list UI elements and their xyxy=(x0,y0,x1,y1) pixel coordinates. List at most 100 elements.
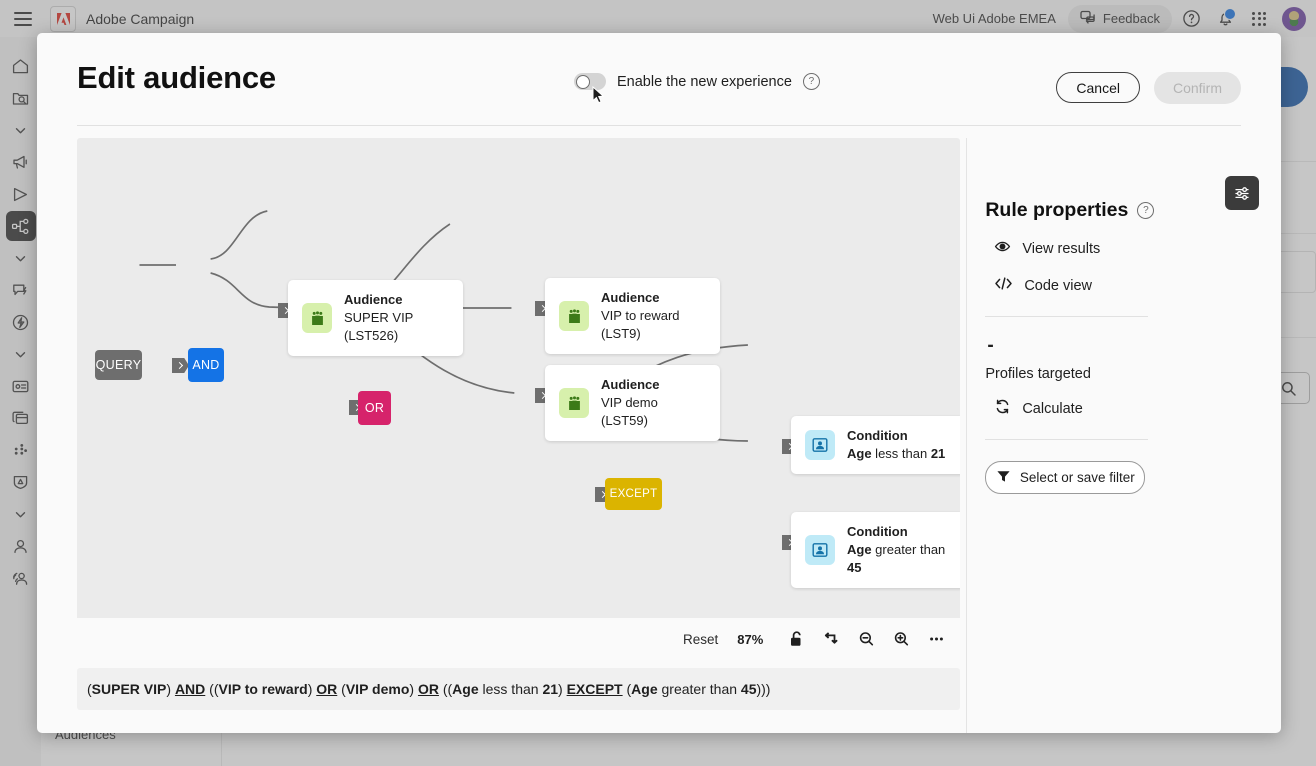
view-results-label: View results xyxy=(1022,240,1101,257)
canvas-column: QUERY AND xyxy=(77,138,961,733)
audience-icon xyxy=(302,303,332,333)
new-experience-toggle-group: Enable the new experience ? xyxy=(574,73,820,90)
feedback-label: Feedback xyxy=(1102,11,1160,26)
help-icon[interactable] xyxy=(1176,4,1206,34)
hamburger-icon[interactable] xyxy=(14,11,32,26)
node-text: Condition Age less than 21 xyxy=(847,427,945,463)
lightning-circle-icon[interactable] xyxy=(6,307,36,337)
condition-icon xyxy=(805,535,835,565)
help-icon[interactable]: ? xyxy=(802,73,820,90)
node-value: Age less than 21 xyxy=(847,446,946,461)
node-audience-super-vip[interactable]: Audience SUPER VIP (LST526) xyxy=(288,280,463,356)
node-query[interactable]: QUERY xyxy=(95,350,142,380)
node-text: Audience VIP demo (LST59) xyxy=(601,376,706,430)
node-except[interactable]: EXCEPT xyxy=(605,478,662,510)
left-nav-rail xyxy=(0,37,41,766)
chevron-down-icon[interactable] xyxy=(6,243,36,273)
sidebar-item-home[interactable] xyxy=(6,51,36,81)
node-value: VIP to reward (LST9) xyxy=(601,308,680,341)
sidebar-item-explore[interactable] xyxy=(6,83,36,113)
audience-icon xyxy=(559,301,589,331)
confirm-button: Confirm xyxy=(1153,72,1241,104)
chat-lightning-icon[interactable] xyxy=(6,275,36,305)
page-title: Edit audience xyxy=(77,60,276,95)
calculate-label: Calculate xyxy=(1022,400,1083,417)
rule-builder-canvas[interactable]: QUERY AND xyxy=(77,138,961,618)
help-icon[interactable]: ? xyxy=(1137,202,1155,219)
node-value: SUPER VIP (LST526) xyxy=(344,310,414,343)
filter-icon xyxy=(996,469,1011,487)
zoom-out-icon[interactable] xyxy=(850,624,882,654)
cancel-button[interactable]: Cancel xyxy=(1056,72,1140,103)
rule-properties-panel: Rule properties ? View results Code view xyxy=(966,138,1259,733)
and-chip[interactable]: AND xyxy=(188,348,224,382)
node-condition-age-greater[interactable]: Condition Age greater than 45 xyxy=(791,512,961,588)
node-text: Audience VIP to reward (LST9) xyxy=(601,289,706,343)
reset-button[interactable]: Reset xyxy=(683,631,719,647)
dots-grid-icon[interactable] xyxy=(6,435,36,465)
connector-arrow[interactable] xyxy=(172,358,189,373)
feedback-button[interactable]: Feedback xyxy=(1067,4,1172,33)
node-title: Audience xyxy=(601,377,660,392)
brand-name: Adobe Campaign xyxy=(86,10,195,27)
zoom-level-label: 87% xyxy=(737,631,764,647)
notifications-icon[interactable] xyxy=(1210,4,1240,34)
view-results-link[interactable]: View results xyxy=(985,238,1241,259)
properties-title-row: Rule properties ? xyxy=(985,199,1241,222)
sidebar-item-campaigns[interactable] xyxy=(6,147,36,177)
node-title: Condition xyxy=(847,428,908,443)
properties-divider xyxy=(985,439,1149,440)
code-view-link[interactable]: Code view xyxy=(985,275,1241,296)
node-audience-vip-demo[interactable]: Audience VIP demo (LST59) xyxy=(545,365,720,441)
calculate-link[interactable]: Calculate xyxy=(985,398,1241,419)
chevron-down-icon[interactable] xyxy=(6,499,36,529)
node-audience-vip-to-reward[interactable]: Audience VIP to reward (LST9) xyxy=(545,278,720,354)
unlock-icon[interactable] xyxy=(780,624,812,654)
node-value: Age greater than 45 xyxy=(847,542,946,575)
profiles-count-label: Profiles targeted xyxy=(985,366,1091,382)
filter-button-label: Select or save filter xyxy=(1019,470,1135,485)
expression-text: (SUPER VIP) AND ((VIP to reward) OR (VIP… xyxy=(87,681,771,697)
select-or-save-filter-button[interactable]: Select or save filter xyxy=(985,461,1146,494)
or-chip[interactable]: OR xyxy=(358,391,391,425)
shield-badge-icon[interactable] xyxy=(6,467,36,497)
node-condition-age-less[interactable]: Condition Age less than 21 xyxy=(791,416,961,474)
sliders-settings-icon[interactable] xyxy=(1225,176,1259,210)
sidebar-item-deliveries[interactable] xyxy=(6,179,36,209)
node-text: Audience SUPER VIP (LST526) xyxy=(344,291,449,345)
node-and[interactable]: AND xyxy=(188,348,224,382)
code-icon xyxy=(994,275,1013,296)
sidebar-item-audiences[interactable] xyxy=(6,563,36,593)
node-text: Condition Age greater than 45 xyxy=(847,523,952,577)
eye-icon xyxy=(994,238,1011,259)
refresh-icon xyxy=(994,398,1011,419)
audience-icon xyxy=(559,388,589,418)
org-name: Web Ui Adobe EMEA xyxy=(932,11,1056,26)
person-icon[interactable] xyxy=(6,531,36,561)
notification-badge xyxy=(1224,7,1236,20)
edit-audience-dialog: Edit audience Enable the new experience … xyxy=(37,33,1281,733)
except-chip[interactable]: EXCEPT xyxy=(605,478,662,510)
code-view-label: Code view xyxy=(1024,277,1093,294)
toggle-label: Enable the new experience xyxy=(617,73,792,90)
node-or[interactable]: OR xyxy=(358,391,391,425)
swap-arrows-icon[interactable] xyxy=(815,624,847,654)
dialog-header: Edit audience Enable the new experience … xyxy=(37,33,1281,126)
properties-divider xyxy=(985,316,1149,317)
chevron-down-icon[interactable] xyxy=(6,115,36,145)
sidebar-item-workflows[interactable] xyxy=(5,211,36,241)
chevron-down-icon[interactable] xyxy=(6,339,36,369)
id-card-icon[interactable] xyxy=(6,371,36,401)
canvas-toolbar: Reset 87% xyxy=(77,618,961,660)
dialog-actions: Cancel Confirm xyxy=(1056,72,1241,104)
app-topbar: Adobe Campaign Web Ui Adobe EMEA Feedbac… xyxy=(0,0,1316,38)
cards-stack-icon[interactable] xyxy=(6,403,36,433)
adobe-logo-icon xyxy=(50,5,76,32)
zoom-in-icon[interactable] xyxy=(885,624,917,654)
app-grid-icon[interactable] xyxy=(1244,4,1274,34)
enable-new-experience-toggle[interactable] xyxy=(574,73,606,90)
query-chip[interactable]: QUERY xyxy=(95,350,142,380)
user-avatar[interactable] xyxy=(1282,6,1306,31)
expression-bar[interactable]: (SUPER VIP) AND ((VIP to reward) OR (VIP… xyxy=(77,668,961,710)
more-options-icon[interactable] xyxy=(920,624,952,654)
